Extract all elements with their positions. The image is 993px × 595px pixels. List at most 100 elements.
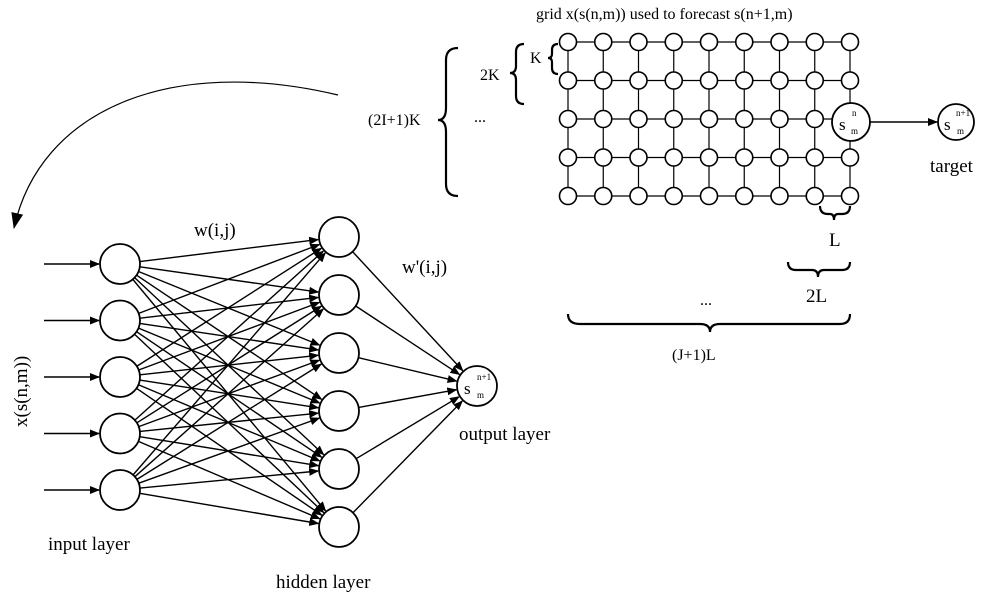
hidden-node [318,216,360,258]
grid-node [558,71,578,90]
curved-arrow [11,81,339,229]
grid-node [593,186,613,206]
grid-node [770,32,789,52]
grid-node [699,148,719,167]
input-nodes [99,243,141,511]
grid-node [734,32,754,52]
grid-node [699,186,719,206]
grid-node [770,148,789,167]
grid-node [770,109,789,129]
hidden-nodes [318,216,360,548]
grid-node [629,186,648,206]
grid-node [558,109,578,129]
grid-node [664,71,684,90]
grid-node [734,186,754,206]
grid-node [593,32,613,52]
grid-node [805,32,825,52]
grid-center-sup: n [852,108,857,118]
grid-node [805,148,825,167]
input-hidden-edge [139,236,320,263]
input-hidden-edge [134,250,325,421]
col-2l-brace [786,261,852,278]
grid-node [558,186,578,206]
grid-node [734,109,754,129]
input-hidden-edge [138,417,321,484]
grid-node [629,71,648,90]
input-node [99,356,141,398]
target-sub: m [957,126,964,136]
target-node: s n+1 m [937,103,975,141]
grid-node [770,71,789,90]
grid-node [734,148,754,167]
grid-node [593,71,613,90]
hidden-output-edge [352,251,464,372]
hidden-output-edge [352,400,464,514]
input-hidden-edge [139,467,320,489]
input-node [99,412,141,455]
grid-node [770,186,789,206]
target-label: target [930,156,974,177]
input-node [99,299,141,342]
hidden-output-edge [358,387,458,409]
hidden-output-edge [355,305,461,376]
col-l-label: L [829,230,841,251]
grid-node [664,148,684,167]
grid-node [664,186,684,206]
grid-node [664,109,684,129]
hidden-node [318,506,360,548]
input-hidden-edge [139,492,320,526]
grid-node [699,32,719,52]
rows-total-label: (2I+1)K [368,112,421,129]
input-vector-label: x(s(n,m)) [11,356,32,427]
input-hidden-edge [136,363,323,480]
grid-node [805,109,825,129]
grid-node [840,71,860,90]
grid-node [699,109,719,129]
cols-ellipsis: ... [700,292,712,309]
output-circle [456,365,498,407]
hidden-node [318,332,360,374]
target-base: s [944,115,951,134]
grid-node [840,148,860,167]
rows-2k-label: 2K [480,67,500,84]
grid-node [558,32,578,52]
grid-node [699,71,719,90]
grid-node [629,109,648,129]
col-2l-label: 2L [806,286,827,307]
rows-ellipsis: ... [474,109,486,126]
grid-node [805,71,825,90]
output-base: s [464,379,471,398]
grid-title: grid x(s(n,m)) used to forecast s(n+1,m) [536,6,793,23]
hidden-output-edge [358,356,458,383]
input-hidden-edge [134,308,325,478]
grid-node [593,109,613,129]
hidden-node [318,274,360,316]
input-hidden-edges [132,236,327,526]
hidden-node [318,448,360,490]
rows-k-label: K [530,50,542,67]
hidden-output-edge [355,396,460,460]
input-layer-label: input layer [48,534,130,555]
output-sup: n+1 [477,372,491,382]
output-sub: m [477,390,484,400]
input-arrows [44,260,100,494]
target-sup: n+1 [956,108,970,118]
cols-total-brace [566,313,852,333]
weights-out-label: w'(i,j) [402,257,447,278]
input-hidden-edge [136,247,323,367]
rows-2k-brace [509,42,525,106]
weights-in-label: w(i,j) [194,220,236,241]
grid-node [664,32,684,52]
grid-node [558,148,578,167]
cols-total-label: (J+1)L [672,347,716,364]
grid-node [734,71,754,90]
input-hidden-edge [138,243,321,315]
input-node [99,243,141,285]
rows-k-brace [547,42,559,76]
input-hidden-edge [132,252,326,476]
grid-node [840,186,860,206]
grid-node [840,32,860,52]
grid-node [593,148,613,167]
target-circle [937,103,975,141]
